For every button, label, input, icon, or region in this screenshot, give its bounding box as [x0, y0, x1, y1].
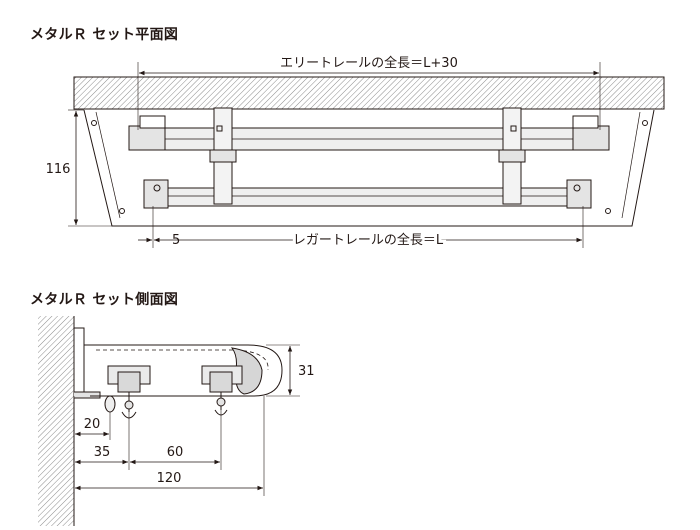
- legato-length-label: レガートレールの全長＝L: [293, 232, 444, 248]
- dim-31-label: 31: [298, 364, 315, 379]
- ceiling-hatch: [73, 76, 665, 110]
- dim-120-label: 120: [157, 471, 182, 486]
- offset-5-label: 5: [172, 233, 180, 248]
- dim-60-label: 60: [167, 445, 184, 460]
- plan-view-heading: メタルＲ セット平面図: [30, 27, 179, 43]
- dim-35-label: 35: [94, 445, 111, 460]
- side-view: [38, 316, 300, 526]
- plan-dimensions: [73, 70, 599, 243]
- dim-20-label: 20: [84, 417, 101, 432]
- elite-length-label: エリートレールの全長＝L+30: [280, 55, 458, 71]
- side-view-heading: メタルＲ セット側面図: [30, 292, 179, 308]
- wall-hatch: [38, 316, 74, 526]
- height-116-label: 116: [46, 162, 71, 177]
- bracket-outline: [83, 109, 655, 227]
- plan-view: [68, 62, 665, 248]
- side-rail-body: [84, 344, 283, 397]
- side-dimensions: [75, 346, 293, 491]
